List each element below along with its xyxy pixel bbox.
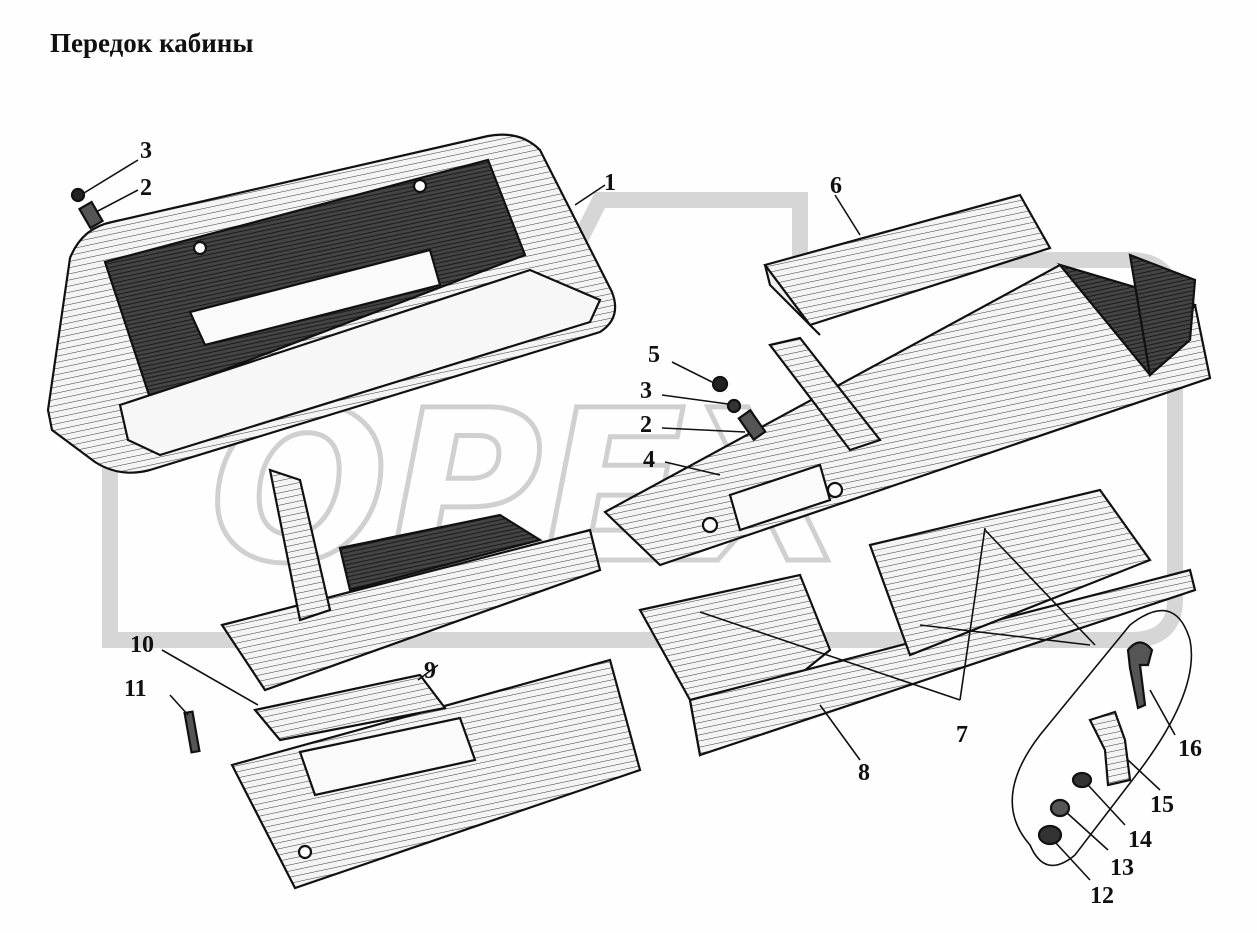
callout-7: 7 [956,722,968,748]
part-4-crossbeam [603,253,1212,567]
callout-1: 1 [604,170,616,196]
callout-6: 6 [830,173,842,199]
part-6-channel [763,193,1052,336]
callout-16: 16 [1178,736,1202,762]
callout-13: 13 [1110,855,1134,881]
fasteners-center [711,375,767,442]
callout-3-top: 3 [140,138,152,164]
detail-inset [1011,609,1193,867]
callout-14: 14 [1128,827,1152,853]
callout-5: 5 [648,342,660,368]
callout-15: 15 [1150,792,1174,818]
part-8-lower-cover [638,488,1197,758]
callout-9: 9 [424,658,436,684]
part-1-panel-frame [46,133,617,474]
fasteners-left [70,187,201,754]
callout-2-top: 2 [140,175,152,201]
leader-lines [83,159,1176,881]
part-9-cover-plate [230,658,642,890]
callout-11: 11 [124,676,147,702]
diagram-title: Передок кабины [50,28,254,58]
part-left-bracket [220,468,602,692]
callout-8: 8 [858,760,870,786]
callout-2-center: 2 [640,412,652,438]
callout-10: 10 [130,632,154,658]
callout-12: 12 [1090,883,1114,909]
callout-3-center: 3 [640,378,652,404]
callout-4: 4 [643,447,655,473]
